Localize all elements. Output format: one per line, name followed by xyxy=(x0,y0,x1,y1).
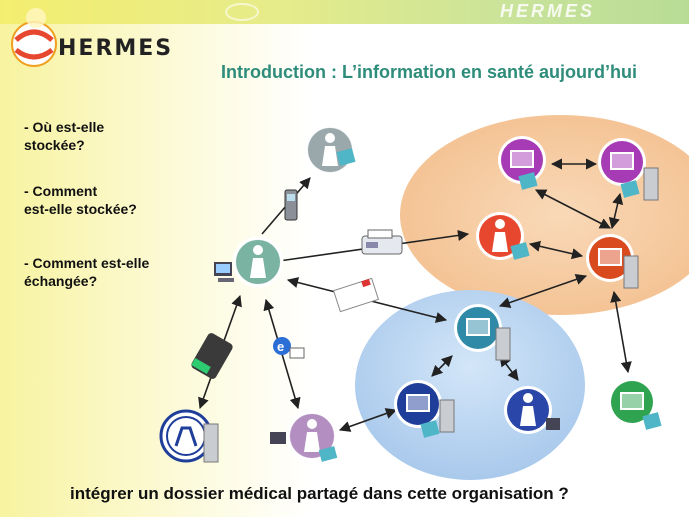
question-line: est-elle stockée? xyxy=(24,201,137,217)
server-icon xyxy=(203,423,219,463)
card-reader-icon xyxy=(191,333,233,379)
hospital-green-node xyxy=(608,378,662,430)
question-line: - Comment est-elle xyxy=(24,255,150,271)
server-icon xyxy=(623,255,639,289)
arrow-clinic-hospital xyxy=(498,274,588,308)
slide-title: Introduction : L’information en santé au… xyxy=(221,62,637,82)
hospital-purple-right xyxy=(598,138,659,201)
server-icon xyxy=(643,167,659,201)
bottom-question: intégrer un dossier médical partagé dans… xyxy=(70,484,569,503)
patient-node xyxy=(270,410,338,462)
question-storage-method: - Comment est-elle stockée? xyxy=(24,182,137,218)
specialist-node xyxy=(304,124,356,176)
clinic-navy-node xyxy=(394,380,455,438)
question-line: échangée? xyxy=(24,273,98,289)
server-icon xyxy=(495,327,511,361)
question-exchange: - Comment est-elle échangée? xyxy=(24,254,149,290)
arrow-patient-clinic xyxy=(338,408,398,432)
logo-emblem-icon xyxy=(11,8,57,67)
general-practitioner-node xyxy=(214,236,284,288)
hospital-purple-left xyxy=(498,136,546,190)
folder-icon xyxy=(318,446,338,462)
arrow-clinic-branch xyxy=(431,355,453,377)
hospital-network-zone xyxy=(400,115,689,315)
fax-icon xyxy=(361,229,403,255)
question-line: - Où est-elle xyxy=(24,119,105,135)
folder-icon xyxy=(642,412,662,430)
question-storage-location: - Où est-elle stockée? xyxy=(24,118,104,154)
arrow-doctor-hospital xyxy=(528,240,584,260)
arrow-hospital-diag xyxy=(535,189,611,229)
svg-text:e: e xyxy=(277,339,284,354)
hermes-logo: HERMES xyxy=(6,4,176,70)
arrow-hospital-vertical xyxy=(608,192,624,230)
logo-text: HERMES xyxy=(58,36,174,61)
letter-icon xyxy=(332,277,380,313)
laboratory-node xyxy=(159,409,219,463)
internet-explorer-icon: e xyxy=(273,337,305,359)
clinic-teal-node xyxy=(454,304,511,361)
folder-icon xyxy=(336,148,356,166)
banner-ring-decoration xyxy=(225,3,259,21)
arrow-hospital-outside xyxy=(610,290,632,374)
folder-icon xyxy=(420,420,440,438)
doctor-navy-node xyxy=(504,386,560,434)
computer-icon xyxy=(546,418,560,430)
folder-icon xyxy=(510,242,530,260)
doctor-red-node xyxy=(476,212,530,260)
server-icon xyxy=(439,399,455,433)
mobile-phone-icon xyxy=(284,189,298,221)
hospital-orange-node xyxy=(586,234,639,289)
top-banner: HERMES xyxy=(0,0,689,24)
question-line: stockée? xyxy=(24,137,85,153)
banner-watermark: HERMES xyxy=(500,1,596,21)
folder-icon xyxy=(620,180,640,198)
folder-icon xyxy=(518,172,538,190)
computer-icon xyxy=(270,432,286,444)
question-line: - Comment xyxy=(24,183,98,199)
